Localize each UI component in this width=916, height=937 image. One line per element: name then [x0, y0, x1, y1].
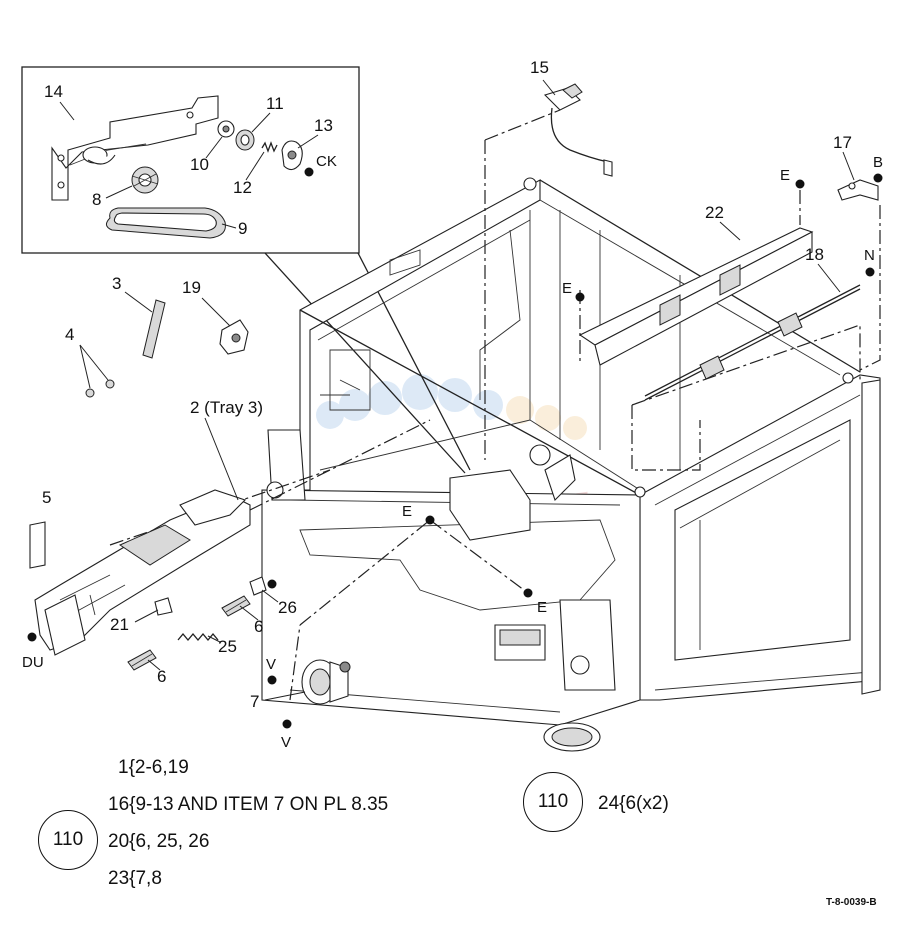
callout-18: 18	[805, 245, 824, 264]
callout-6-upper: 6	[254, 617, 263, 636]
screw-e-mid	[425, 515, 435, 525]
screw-e-lower	[523, 588, 533, 598]
screws-4	[85, 379, 115, 398]
callout-e-lower: E	[537, 599, 547, 616]
actuator-19	[219, 319, 249, 355]
drive-gear	[131, 166, 159, 194]
callout-n: N	[864, 247, 875, 264]
spring-25	[177, 632, 219, 642]
drive-bracket	[51, 95, 219, 201]
label-5	[29, 521, 46, 569]
callout-19: 19	[182, 278, 201, 297]
callout-e-22: E	[780, 167, 790, 184]
callout-21: 21	[110, 615, 129, 634]
legend-circle-left: 110	[38, 810, 98, 870]
callout-e-mid: E	[402, 503, 412, 520]
bracket-21	[154, 597, 173, 616]
callout-2-tray-3: 2 (Tray 3)	[190, 398, 263, 417]
legend-line-3: 20{6, 25, 26	[108, 831, 210, 852]
screw-e-22	[795, 179, 805, 189]
callout-v-lower: V	[281, 734, 291, 751]
legend-circle-right: 110	[523, 772, 583, 832]
screw-ck	[304, 167, 314, 177]
clutch-13	[281, 140, 303, 171]
feeder-frame	[261, 177, 881, 752]
callout-15: 15	[530, 58, 549, 77]
screw-n	[865, 267, 875, 277]
sensor-15	[543, 83, 613, 177]
callout-12: 12	[233, 178, 252, 197]
pad-3	[142, 299, 166, 359]
clutch-11	[235, 129, 255, 151]
drive-belt	[106, 207, 226, 239]
shaft-18	[644, 284, 861, 401]
screw-du	[27, 632, 37, 642]
callout-v-upper: V	[266, 656, 276, 673]
document-id: T-8-0039-B	[826, 897, 877, 908]
callout-25: 25	[218, 637, 237, 656]
callout-du: DU	[22, 654, 44, 671]
callout-13: 13	[314, 116, 333, 135]
legend-line-4: 23{7,8	[108, 868, 162, 889]
callout-14: 14	[44, 82, 63, 101]
callout-7: 7	[250, 692, 259, 711]
screw-b	[873, 173, 883, 183]
watermark-logo	[316, 374, 587, 440]
callout-22: 22	[705, 203, 724, 222]
callout-6-lower: 6	[157, 667, 166, 686]
callout-10: 10	[190, 155, 209, 174]
screw-e-upper	[575, 292, 585, 302]
callout-9: 9	[238, 219, 247, 238]
spring-6-upper	[221, 595, 251, 617]
callout-8: 8	[92, 190, 101, 209]
spring-12	[261, 141, 278, 153]
gear-10	[217, 120, 235, 138]
callout-11: 11	[266, 94, 284, 113]
callout-26: 26	[278, 598, 297, 617]
screw-v-upper	[267, 675, 277, 685]
callout-17: 17	[833, 133, 852, 152]
legend-line-1: 1{2-6,19	[118, 757, 189, 778]
callout-5: 5	[42, 488, 51, 507]
callout-e-upper: E	[562, 280, 572, 297]
legend-line-right: 24{6(x2)	[598, 793, 669, 814]
motor-7	[301, 659, 351, 705]
callout-3: 3	[112, 274, 121, 293]
screw-v-lower	[282, 719, 292, 729]
inset-frame	[21, 66, 360, 254]
tray-feeder-assembly	[34, 489, 251, 656]
bracket-17	[837, 179, 879, 201]
callout-b: B	[873, 154, 883, 171]
legend-line-2: 16{9-13 AND ITEM 7 ON PL 8.35	[108, 794, 389, 815]
callout-4: 4	[65, 325, 74, 344]
spring-6-lower	[127, 649, 157, 671]
callout-ck: CK	[316, 153, 337, 170]
rail-22	[578, 227, 814, 366]
